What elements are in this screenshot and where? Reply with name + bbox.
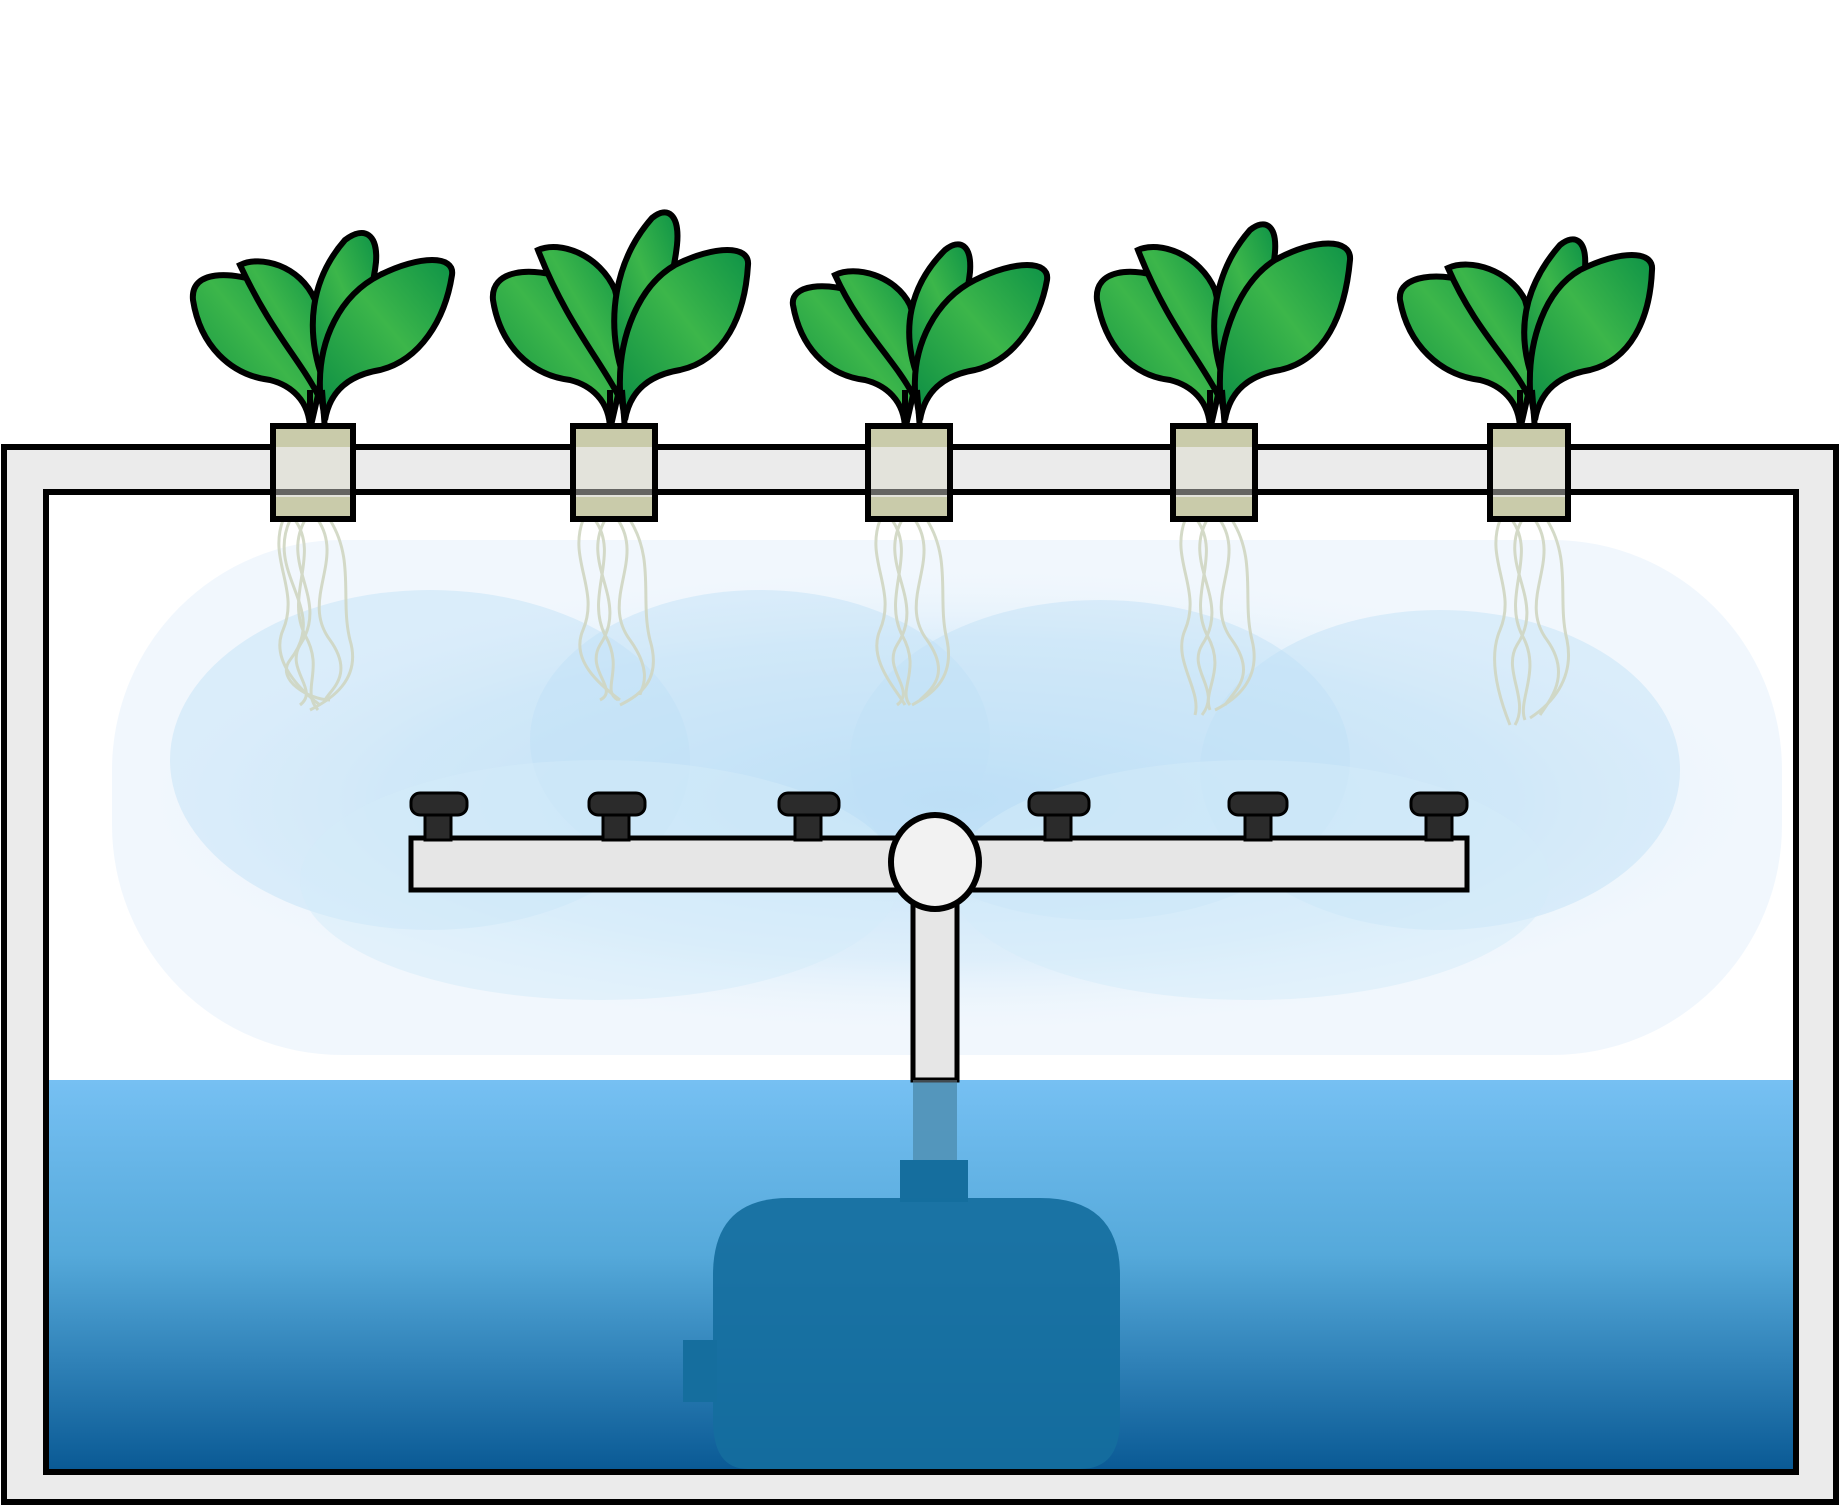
- nozzle: [777, 791, 841, 842]
- plant-leaves: [1093, 221, 1353, 431]
- roots: [277, 519, 355, 712]
- riser-pipe: [910, 897, 960, 1083]
- roots: [577, 519, 655, 707]
- plant-leaves: [789, 241, 1051, 431]
- pump: [683, 1080, 1120, 1469]
- plant-leaves: [189, 230, 456, 431]
- roots: [1493, 519, 1570, 726]
- nozzle: [1027, 791, 1091, 842]
- nozzle: [409, 791, 469, 842]
- plants: [189, 209, 1655, 726]
- plant-leaves: [1396, 236, 1655, 431]
- roots: [1179, 519, 1256, 716]
- plant: [789, 241, 1051, 707]
- mist-nozzles: [409, 791, 1469, 842]
- manifold-hub: [888, 812, 982, 912]
- plant: [1396, 236, 1655, 726]
- nozzle: [587, 791, 647, 842]
- roots: [874, 519, 950, 707]
- plant-leaves: [489, 209, 751, 431]
- nozzle: [1227, 791, 1289, 842]
- plant: [189, 230, 456, 712]
- plant: [489, 209, 751, 707]
- plant: [1093, 221, 1353, 716]
- nozzle: [1409, 791, 1469, 842]
